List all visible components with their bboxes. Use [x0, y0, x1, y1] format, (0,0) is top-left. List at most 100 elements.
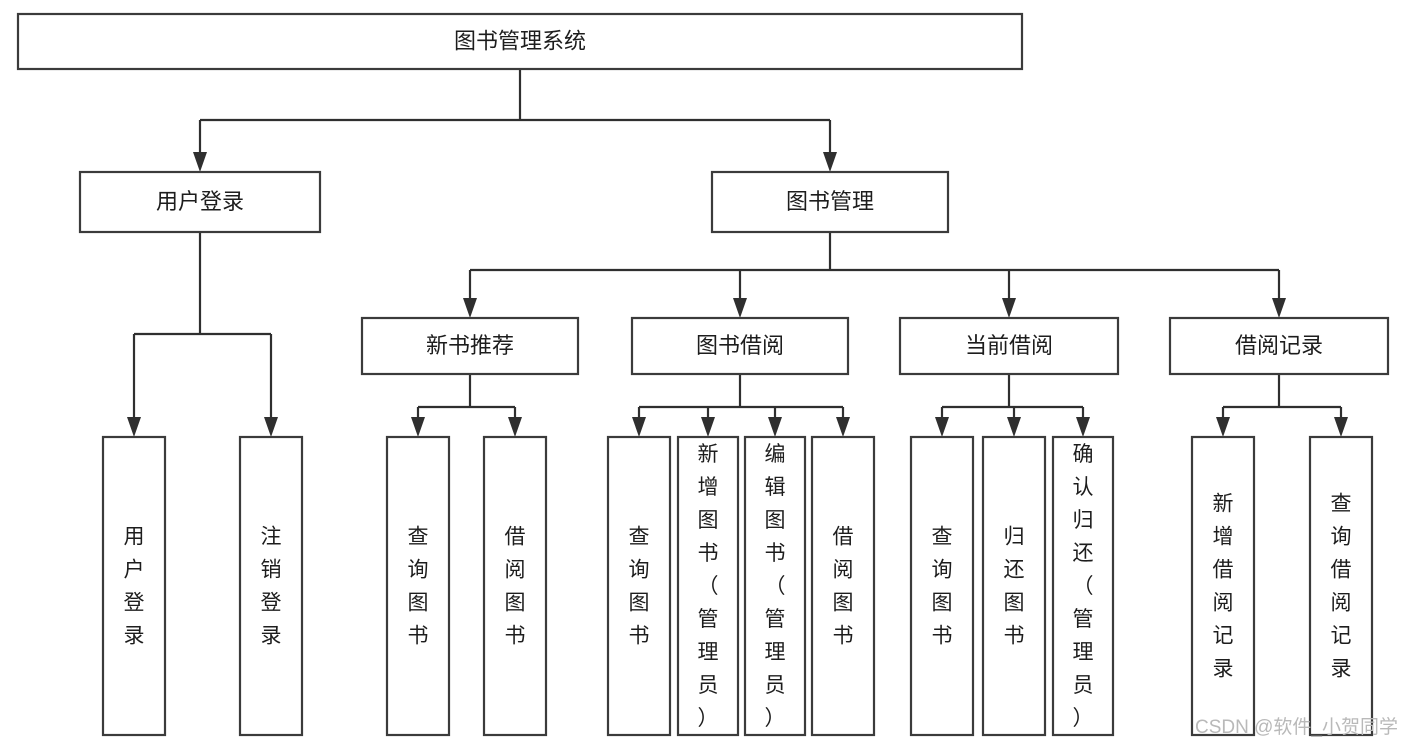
node-label-char: 销: [261, 559, 282, 582]
node-label-char: 阅: [1331, 592, 1352, 615]
node-label-char: 户: [124, 559, 145, 582]
node-label-char: 书: [629, 625, 650, 648]
node-label-char: 书: [833, 625, 854, 648]
node-user-login[interactable]: 用户登录: [78, 170, 322, 234]
arrow-head-icon: [193, 152, 207, 172]
arrow-head-icon: [1334, 417, 1348, 437]
node-box[interactable]: [1308, 435, 1374, 737]
node-box[interactable]: [101, 435, 167, 737]
node-label-char: 图: [833, 592, 854, 615]
node-label-char: 图: [408, 592, 429, 615]
node-label: 图书管理系统: [454, 28, 586, 53]
arrow-head-icon: [1216, 417, 1230, 437]
arrow-head-icon: [1002, 298, 1016, 318]
node-label-char: （: [765, 575, 786, 598]
node-box[interactable]: [482, 435, 548, 737]
node-label-char: 认: [1073, 476, 1094, 499]
arrow-head-layer: [127, 152, 1348, 437]
node-label-char: 归: [1004, 526, 1025, 549]
node-label-char: 书: [698, 542, 719, 565]
node-label-char: 借: [505, 526, 526, 549]
node-leaf-user-login[interactable]: 用户登录: [101, 435, 167, 737]
node-label-char: 阅: [1213, 592, 1234, 615]
node-box[interactable]: [78, 170, 322, 234]
node-label-char: 理: [765, 641, 786, 664]
node-label: 当前借阅: [965, 333, 1053, 358]
node-label-char: 查: [1331, 493, 1352, 516]
arrow-head-icon: [1272, 298, 1286, 318]
node-label-char: 还: [1073, 542, 1094, 565]
node-label-char: 图: [932, 592, 953, 615]
node-label-char: 用: [124, 526, 145, 549]
node-box[interactable]: [909, 435, 975, 737]
node-label-char: 图: [698, 509, 719, 532]
node-borrow-record[interactable]: 借阅记录: [1168, 316, 1390, 376]
node-box[interactable]: [238, 435, 304, 737]
arrow-head-icon: [463, 298, 477, 318]
arrow-head-icon: [264, 417, 278, 437]
node-label-char: 询: [1331, 526, 1352, 549]
node-label-char: 录: [1213, 658, 1234, 681]
node-box[interactable]: [743, 435, 807, 737]
arrow-head-icon: [701, 417, 715, 437]
node-label-char: 员: [765, 674, 786, 697]
node-book-borrow[interactable]: 图书借阅: [630, 316, 850, 376]
arrow-head-icon: [768, 417, 782, 437]
node-label: 图书借阅: [696, 333, 784, 358]
node-label-char: ）: [1073, 707, 1094, 730]
node-label-char: 增: [1213, 526, 1234, 549]
node-label-char: 辑: [765, 476, 786, 499]
node-label-char: 书: [408, 625, 429, 648]
node-box[interactable]: [385, 435, 451, 737]
arrow-head-icon: [836, 417, 850, 437]
node-new-book-recommend[interactable]: 新书推荐: [360, 316, 580, 376]
node-box[interactable]: [710, 170, 950, 234]
node-box[interactable]: [1051, 435, 1115, 737]
node-root[interactable]: 图书管理系统: [16, 12, 1024, 71]
watermark-label: CSDN @软件_小贺同学: [1195, 716, 1398, 738]
node-label: 新书推荐: [426, 333, 514, 358]
node-label-char: 编: [765, 443, 786, 466]
node-label-char: 记: [1331, 625, 1352, 648]
node-box[interactable]: [360, 316, 580, 376]
node-label-char: 理: [698, 641, 719, 664]
node-label-char: 图: [1004, 592, 1025, 615]
node-label-char: 阅: [505, 559, 526, 582]
node-box[interactable]: [981, 435, 1047, 737]
node-label-char: 还: [1004, 559, 1025, 582]
node-box[interactable]: [630, 316, 850, 376]
node-box[interactable]: [16, 12, 1024, 71]
node-box[interactable]: [676, 435, 740, 737]
node-label-char: 询: [629, 559, 650, 582]
node-label-char: 借: [1213, 559, 1234, 582]
node-label-char: 图: [765, 509, 786, 532]
node-box[interactable]: [898, 316, 1120, 376]
node-label-char: 登: [124, 592, 145, 615]
node-label-char: 书: [765, 542, 786, 565]
node-label-char: 查: [932, 526, 953, 549]
node-box[interactable]: [1168, 316, 1390, 376]
node-current-borrow[interactable]: 当前借阅: [898, 316, 1120, 376]
node-box[interactable]: [1190, 435, 1256, 737]
node-label-char: 查: [629, 526, 650, 549]
node-label-char: 书: [932, 625, 953, 648]
node-label-char: 询: [408, 559, 429, 582]
node-box[interactable]: [606, 435, 672, 737]
node-box[interactable]: [810, 435, 876, 737]
node-label-char: 图: [505, 592, 526, 615]
node-book-manage[interactable]: 图书管理: [710, 170, 950, 234]
